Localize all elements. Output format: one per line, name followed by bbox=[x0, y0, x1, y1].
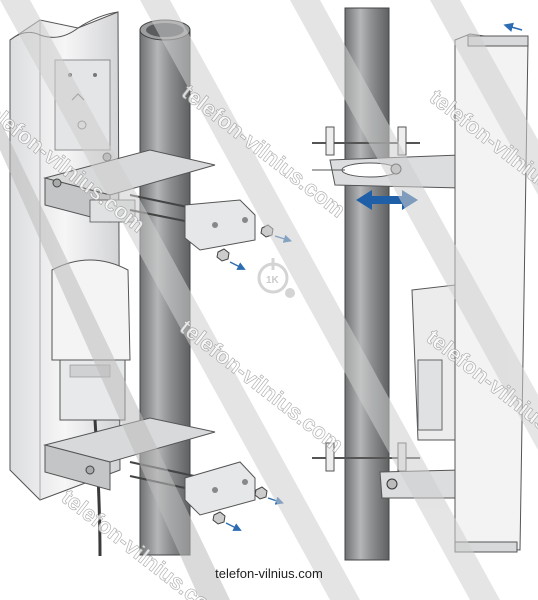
watermark-logo-text: 1K bbox=[266, 275, 280, 286]
nut-icon bbox=[212, 511, 242, 531]
sector-antenna-side bbox=[411, 33, 529, 553]
nut-icon bbox=[216, 248, 246, 270]
small-direction-arrow bbox=[503, 22, 523, 32]
watermark-logo: 1K bbox=[257, 258, 295, 298]
nut-icon bbox=[254, 486, 284, 505]
caption-text: telefon-vilnius.com bbox=[215, 566, 323, 581]
top-bracket-assembly bbox=[43, 149, 293, 270]
